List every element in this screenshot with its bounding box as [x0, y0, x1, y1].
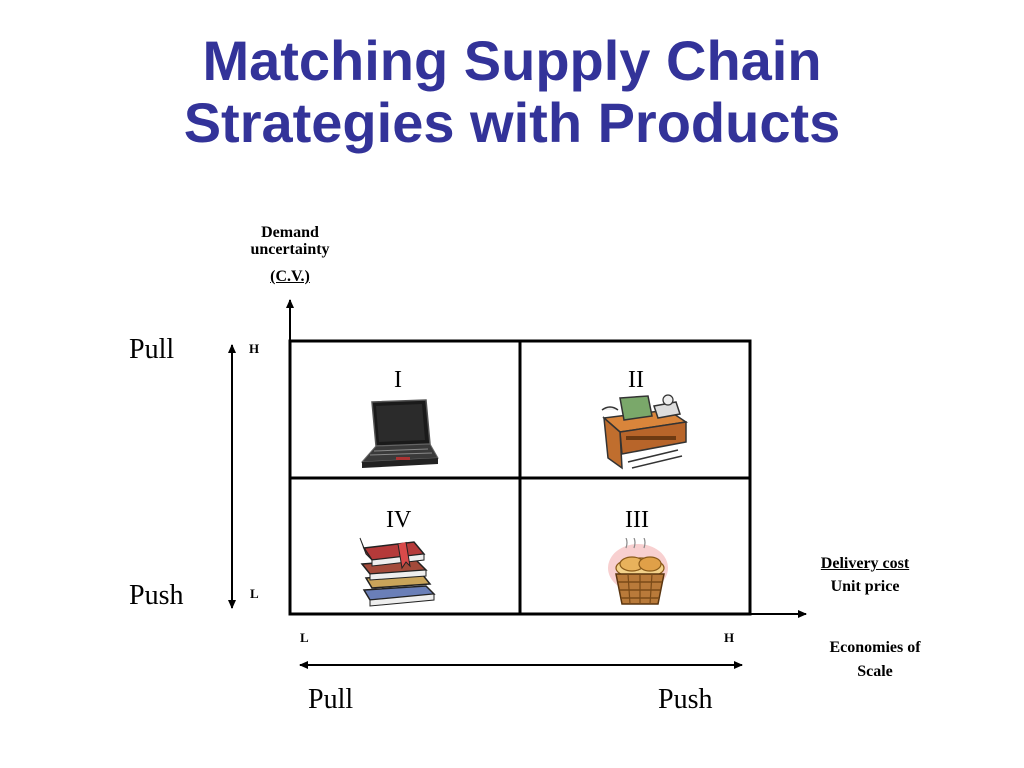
- x-high-tick: H: [724, 630, 735, 645]
- y-axis-sublabel: (C.V.): [270, 268, 310, 285]
- y-high-tick: H: [249, 341, 260, 356]
- x-axis-label: Delivery cost Unit price: [795, 555, 935, 595]
- laptop-icon: [360, 399, 439, 468]
- x-left-strategy: Pull: [308, 684, 354, 715]
- y-top-strategy: Pull: [129, 334, 175, 365]
- y-low-tick: L: [250, 586, 259, 601]
- bread-basket-icon: [608, 538, 668, 605]
- x-axis-label2-line1: Economies of: [829, 639, 921, 656]
- books-icon: [359, 537, 436, 607]
- quadrant-3-numeral: III: [625, 507, 649, 533]
- x-axis-label2-line2: Scale: [857, 663, 893, 680]
- title-line-1: Matching Supply Chain: [202, 29, 822, 92]
- y-bottom-strategy: Push: [129, 580, 184, 611]
- x-axis-label-line1: Delivery cost: [820, 555, 910, 572]
- y-axis-label: Demand uncertainty: [240, 224, 340, 258]
- y-axis-label-line1: Demand: [261, 224, 319, 241]
- quadrant-1-numeral: I: [394, 367, 402, 393]
- office-desk-icon: [601, 394, 689, 470]
- x-axis-label-line2: Unit price: [830, 578, 900, 595]
- x-right-strategy: Push: [658, 684, 713, 715]
- y-axis-label-line2: uncertainty: [250, 241, 330, 258]
- quadrant-4-numeral: IV: [386, 507, 412, 533]
- x-axis-label-2: Economies of Scale: [795, 636, 955, 684]
- slide-title: Matching Supply Chain Strategies with Pr…: [0, 30, 1024, 154]
- x-low-tick: L: [300, 630, 309, 645]
- title-line-2: Strategies with Products: [183, 91, 841, 154]
- quadrant-2-numeral: II: [628, 367, 644, 393]
